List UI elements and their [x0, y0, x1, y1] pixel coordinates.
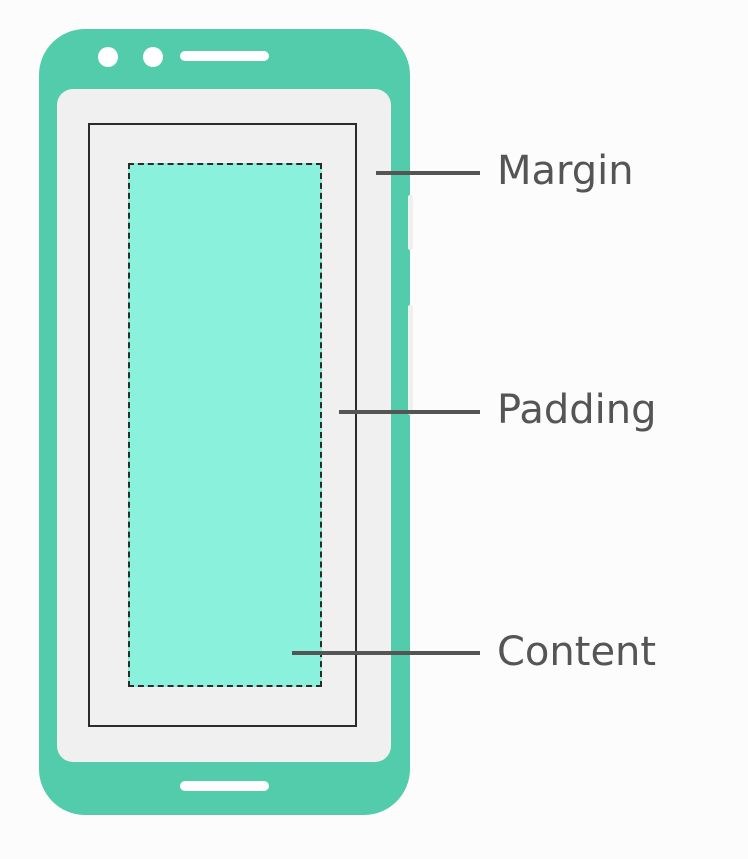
home-indicator-icon [180, 781, 269, 791]
content-area [128, 163, 322, 687]
margin-leader-line [376, 171, 480, 175]
padding-leader-line [339, 410, 480, 414]
side-button-icon [408, 305, 413, 415]
smartphone-icon [39, 29, 410, 815]
side-button-icon [408, 195, 413, 250]
speaker-grille-icon [180, 51, 269, 61]
camera-dot-icon [98, 47, 118, 67]
phone-screen [57, 89, 391, 762]
content-label: Content [497, 629, 657, 675]
margin-border-box [88, 123, 357, 727]
margin-label: Margin [497, 148, 634, 194]
content-leader-line [292, 651, 480, 655]
padding-label: Padding [497, 387, 657, 433]
sensor-dot-icon [143, 47, 163, 67]
